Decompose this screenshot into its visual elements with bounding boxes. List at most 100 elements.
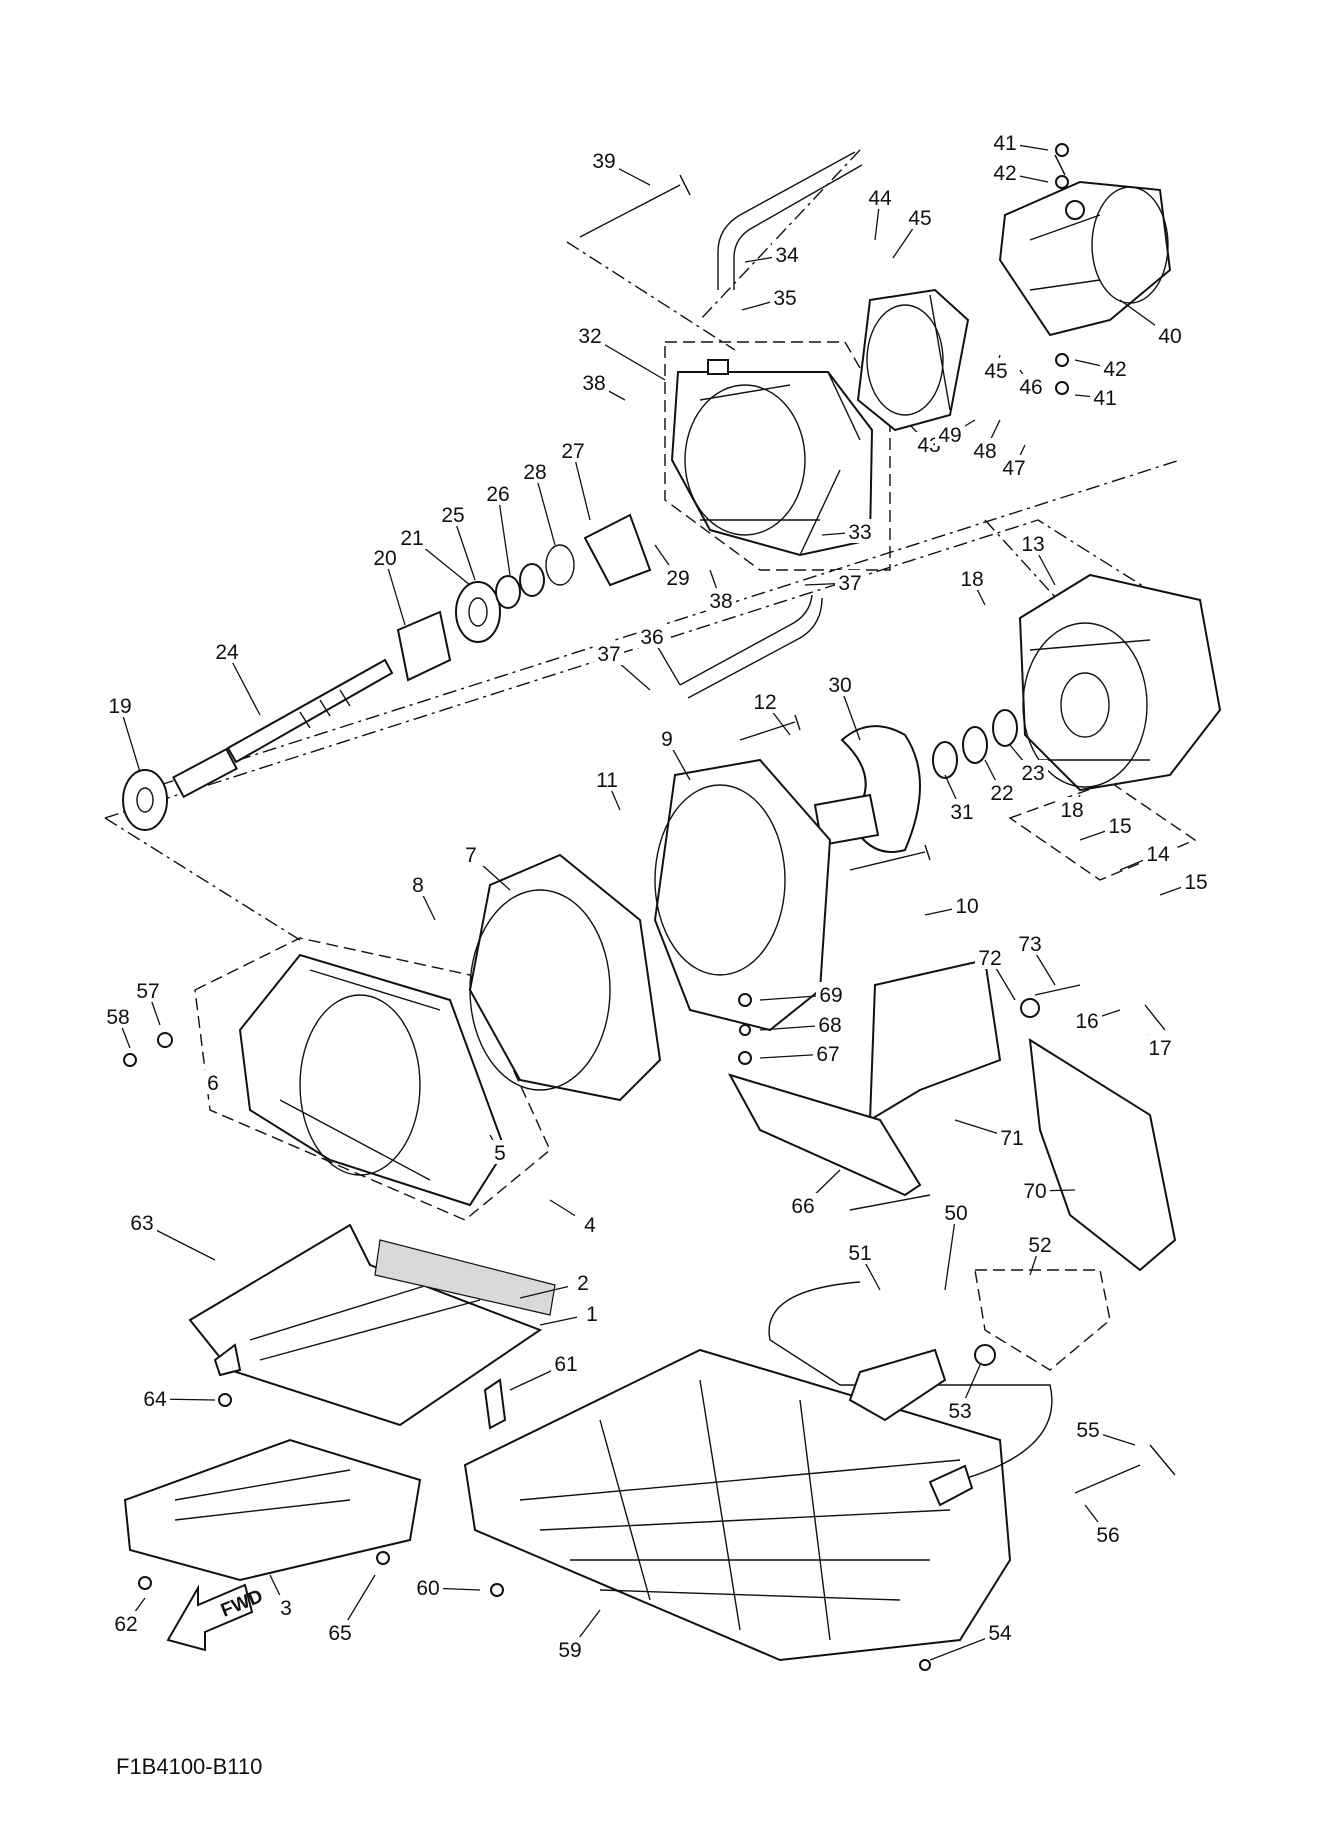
callout-label-bg [568, 1270, 598, 1294]
callout-number: 18 [1060, 799, 1083, 822]
callout-number: 69 [819, 984, 842, 1007]
callout-label-bg [397, 525, 427, 549]
callout-number: 15 [1108, 815, 1131, 838]
callout-label-bg [594, 641, 624, 665]
callout-number: 52 [1028, 1234, 1051, 1257]
callout-number: 38 [582, 372, 605, 395]
callout-label-bg [133, 978, 163, 1002]
callout-label-bg [997, 1125, 1027, 1149]
callout-label-bg [105, 693, 135, 717]
callout-label-bg [772, 242, 802, 266]
callout-label-bg [957, 566, 987, 590]
callout-number: 42 [1103, 358, 1126, 381]
callout-number: 10 [955, 895, 978, 918]
pump-housing [670, 359, 874, 557]
callout-number: 29 [666, 567, 689, 590]
drawing-code: F1B4100-B110 [116, 1754, 262, 1779]
bracket-plates [727, 958, 1177, 1272]
callout-number: 25 [441, 504, 464, 527]
callout-number: 16 [1075, 1010, 1098, 1033]
callout-number: 56 [1096, 1524, 1119, 1547]
callout-label-bg [111, 1611, 141, 1635]
callout-label-bg [637, 624, 667, 648]
callout-label-bg [945, 1398, 975, 1422]
callout-number: 64 [143, 1388, 167, 1411]
callout-label-bg [198, 1070, 228, 1094]
callout-number: 21 [400, 527, 423, 550]
callout-label-bg [845, 519, 875, 543]
callout-number: 13 [1021, 533, 1044, 556]
callout-label-bg [1105, 813, 1135, 837]
callout-label-bg [589, 148, 619, 172]
callout-label-bg [999, 455, 1029, 479]
ride-plate [463, 1348, 1012, 1662]
callout-number: 47 [1002, 457, 1025, 480]
callout-number: 26 [486, 483, 509, 506]
callout-label-bg [1025, 1232, 1055, 1256]
callout-label-bg [816, 982, 846, 1006]
callout-label-bg [1018, 531, 1048, 555]
callout-label-bg [770, 285, 800, 309]
callout-label-bg [575, 323, 605, 347]
callout-number: 23 [1021, 762, 1044, 785]
callout-number: 63 [130, 1212, 153, 1235]
callout-number: 37 [597, 643, 620, 666]
callout-label-bg [1093, 1522, 1123, 1546]
callout-label-bg [935, 422, 965, 446]
callout-number: 65 [328, 1622, 351, 1645]
callout-leader [944, 1212, 957, 1291]
callout-label-bg [845, 1240, 875, 1264]
callout-label-bg [1073, 1417, 1103, 1441]
callout-label-bg [413, 1575, 443, 1599]
callout-number: 9 [661, 728, 673, 751]
callout-number: 40 [1158, 325, 1181, 348]
callout-label-bg [975, 945, 1005, 969]
callout-label-bg [103, 1004, 133, 1028]
forward-arrow: FWD [166, 1583, 266, 1652]
callout-number: 45 [908, 207, 931, 230]
callout-number: 55 [1076, 1419, 1099, 1442]
callout-label-bg [370, 545, 400, 569]
callout-label-bg [127, 1210, 157, 1234]
callout-number: 72 [978, 947, 1001, 970]
callout-number: 61 [554, 1353, 577, 1376]
callout-number: 44 [868, 187, 892, 210]
callout-label-bg [485, 1140, 515, 1164]
bracket [123, 1438, 422, 1582]
callout-number: 19 [108, 695, 131, 718]
callout-label-bg [835, 570, 865, 594]
nozzle [856, 288, 970, 432]
callout-label-bg [865, 185, 895, 209]
callout-label-bg [140, 1386, 170, 1410]
callout-number: 14 [1146, 843, 1170, 866]
callout-labels: 1234567891011121314151516171818192021222… [103, 130, 1211, 1662]
drive-shaft [122, 513, 652, 831]
callout-number: 11 [596, 769, 618, 792]
callout-number: 15 [1184, 871, 1207, 894]
callout-label-bg [813, 1041, 843, 1065]
callout-number: 49 [938, 424, 961, 447]
callout-number: 33 [848, 521, 871, 544]
callout-label-bg [750, 689, 780, 713]
callout-number: 24 [215, 641, 239, 664]
callout-label-bg [663, 565, 693, 589]
callout-label-bg [558, 438, 588, 462]
callout-label-bg [551, 1351, 581, 1375]
callout-number: 28 [523, 461, 546, 484]
callout-number: 42 [993, 162, 1016, 185]
callout-label-bg [1018, 760, 1048, 784]
callout-label-bg [403, 872, 433, 896]
callout-label-bg [271, 1595, 301, 1619]
callout-number: 32 [578, 325, 601, 348]
callout-label-bg [438, 502, 468, 526]
callout-number: 34 [775, 244, 799, 267]
intermediate-housings [468, 758, 832, 1102]
callout-label-bg [1181, 869, 1211, 893]
callout-label-bg [456, 842, 486, 866]
callout-label-bg [1016, 374, 1046, 398]
callout-number: 35 [773, 287, 796, 310]
callout-leader [534, 471, 556, 546]
callout-number: 62 [114, 1613, 137, 1636]
